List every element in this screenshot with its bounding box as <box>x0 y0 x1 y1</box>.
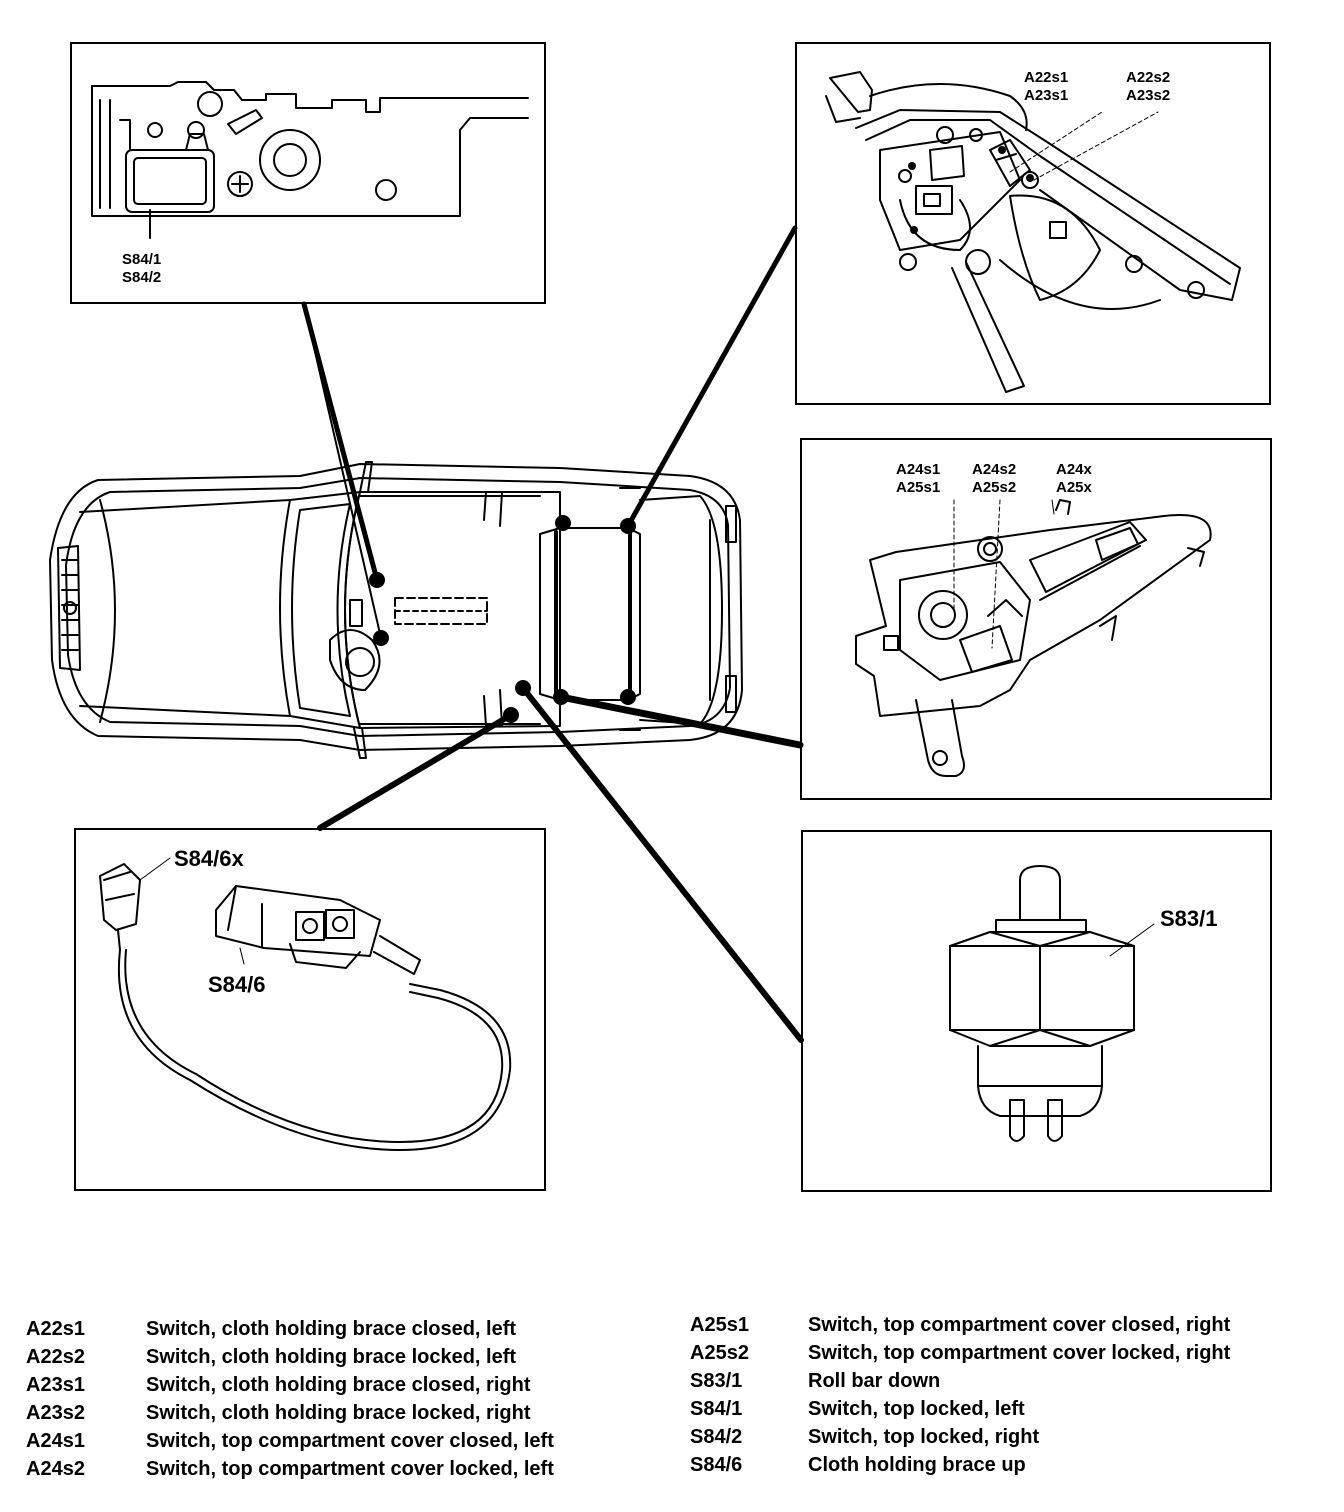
legend-desc: Switch, cloth holding brace locked, left <box>146 1346 517 1368</box>
legend-code: A25s1 <box>690 1314 749 1336</box>
legend-code: A22s1 <box>26 1318 85 1340</box>
callout-a23s1: A23s1 <box>1024 87 1069 104</box>
callout-a22s2: A22s2 <box>1126 69 1171 86</box>
legend-right: A25s1 Switch, top compartment cover close… <box>690 1314 1330 1494</box>
legend-desc: Switch, top compartment cover locked, ri… <box>808 1342 1231 1364</box>
callout-a24s1: A24s1 <box>896 461 941 478</box>
legend-desc: Switch, top compartment cover locked, le… <box>146 1458 554 1480</box>
legend-code: A23s1 <box>26 1374 85 1396</box>
leader-lines <box>301 225 804 1043</box>
callout-a25s2: A25s2 <box>972 479 1017 496</box>
callout-s84-6x: S84/6x <box>174 846 244 871</box>
legend-desc: Switch, top compartment cover closed, ri… <box>808 1314 1231 1336</box>
legend-desc: Roll bar down <box>808 1370 941 1392</box>
callout-a24s2: A24s2 <box>972 461 1017 478</box>
panel-roll-bar-switch <box>801 830 1272 1192</box>
callout-s84-1: S84/1 <box>122 251 162 268</box>
legend-desc: Switch, top locked, left <box>808 1398 1025 1420</box>
callout-s84-2: S84/2 <box>122 269 162 286</box>
legend-desc: Switch, cloth holding brace closed, left <box>146 1318 517 1340</box>
legend-desc: Switch, cloth holding brace closed, righ… <box>146 1374 531 1396</box>
legend-code: S84/2 <box>690 1426 743 1448</box>
callout-a23s2: A23s2 <box>1126 87 1171 104</box>
top-locked-switch-drawing <box>91 81 529 239</box>
s84-6-switch-drawing <box>99 857 512 1151</box>
car-top-view <box>49 461 743 759</box>
callout-a25s1: A25s1 <box>896 479 941 496</box>
legend-code: A24s1 <box>26 1430 85 1452</box>
s83-1-switch-drawing <box>949 865 1155 1142</box>
switch-location-dots <box>369 515 636 723</box>
callout-a25x: A25x <box>1056 479 1092 496</box>
legend-code: S83/1 <box>690 1370 743 1392</box>
car-interior <box>344 491 561 729</box>
cloth-brace-switch-drawing <box>825 71 1241 393</box>
legend-desc: Switch, cloth holding brace locked, righ… <box>146 1402 531 1424</box>
car-grille <box>57 545 81 671</box>
legend-code: A23s2 <box>26 1402 85 1424</box>
callout-a22s1: A22s1 <box>1024 69 1069 86</box>
legend-desc: Switch, top compartment cover closed, le… <box>146 1430 554 1452</box>
panel-cloth-holding-brace-switches <box>795 42 1271 405</box>
callout-s83-1: S83/1 <box>1160 906 1218 931</box>
callout-a24x: A24x <box>1056 461 1092 478</box>
panel-top-compartment-cover-switches <box>800 438 1272 800</box>
legend-desc: Cloth holding brace up <box>808 1454 1026 1476</box>
legend-code: S84/1 <box>690 1398 743 1420</box>
legend-code: S84/6 <box>690 1454 743 1476</box>
legend-desc: Switch, top locked, right <box>808 1426 1040 1448</box>
legend-code: A24s2 <box>26 1458 85 1480</box>
cover-switch-drawing <box>855 499 1212 777</box>
legend-code: A22s2 <box>26 1346 85 1368</box>
car-rear-deck <box>539 527 641 701</box>
callout-s84-6: S84/6 <box>208 972 266 997</box>
car-body-outline <box>49 463 743 751</box>
legend-code: A25s2 <box>690 1342 749 1364</box>
